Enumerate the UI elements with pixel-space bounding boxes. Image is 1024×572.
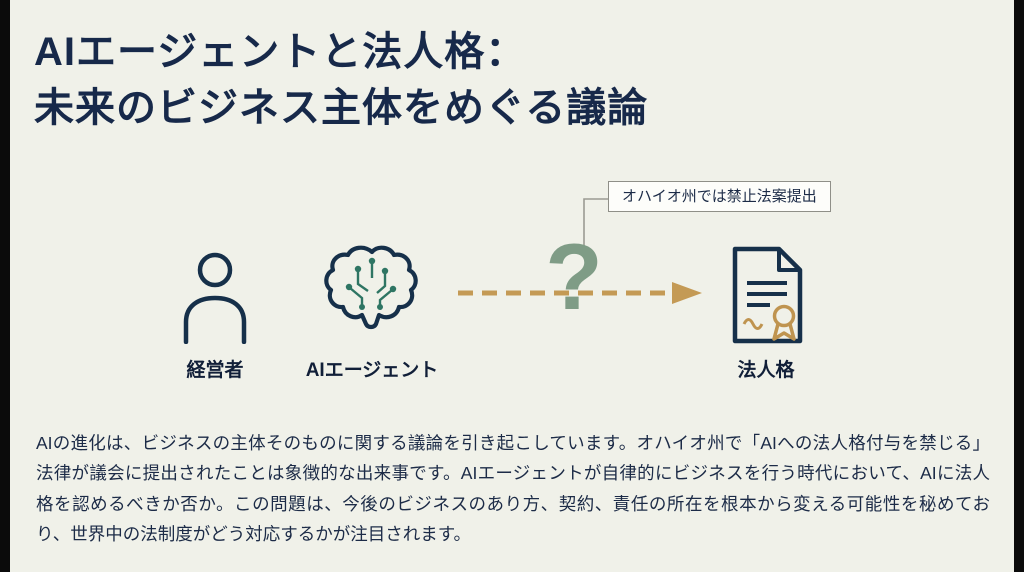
dashed-arrow-icon <box>456 278 704 313</box>
title-line-1: AIエージェントと法人格： <box>34 30 527 74</box>
left-edge-bar <box>0 0 10 572</box>
person-label: 経営者 <box>186 360 244 381</box>
page-title: AIエージェントと法人格： 未来のビジネス主体をめぐる議論 <box>34 24 648 136</box>
right-edge-bar <box>1014 0 1024 572</box>
certificate-document-icon <box>720 244 812 351</box>
callout-label: オハイオ州では禁止法案提出 <box>608 181 831 212</box>
person-icon <box>178 250 252 349</box>
question-mark: ? <box>545 224 603 329</box>
title-line-2: 未来のビジネス主体をめぐる議論 <box>34 86 649 130</box>
ai-agent-label: AIエージェント <box>305 360 439 381</box>
callout-connector-line <box>572 196 616 259</box>
ai-brain-circuit-icon <box>322 240 422 343</box>
legal-personhood-label: 法人格 <box>737 360 795 381</box>
body-paragraph: AIの進化は、ビジネスの主体そのものに関する議論を引き起こしています。オハイオ州… <box>36 433 990 544</box>
